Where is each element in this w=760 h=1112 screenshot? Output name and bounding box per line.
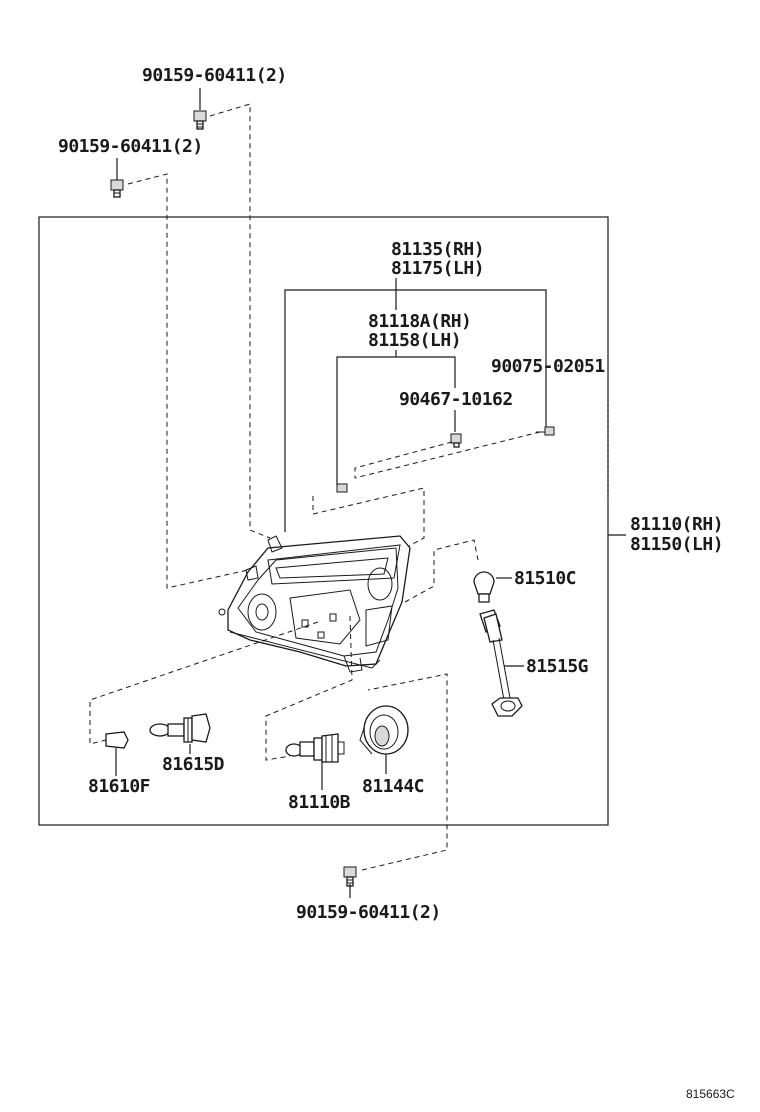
- socket-cord-icon: [479, 609, 523, 717]
- bulb-main-icon: [285, 733, 345, 763]
- label-screw-right: 90075-02051: [491, 356, 605, 377]
- label-bulb-small: 81510C: [514, 568, 576, 589]
- label-assy-lh: 81150(LH): [630, 534, 723, 555]
- label-lens-small: 81610F: [88, 776, 150, 797]
- bracket-clip-icon: [336, 483, 348, 493]
- bolt-bottom-icon: [343, 866, 357, 887]
- label-ext-rh: 81118A(RH): [368, 311, 471, 332]
- label-ext-lh: 81158(LH): [368, 330, 461, 351]
- label-socket-cord: 81515G: [526, 656, 588, 677]
- bolt-top-icon: [193, 110, 207, 130]
- label-bezel-lh: 81175(LH): [391, 258, 484, 279]
- label-bolt-bottom: 90159-60411(2): [296, 902, 441, 923]
- label-ref-code: 815663C: [686, 1087, 735, 1101]
- label-bolt-top: 90159-60411(2): [142, 65, 287, 86]
- bulb-small-icon: [473, 571, 495, 603]
- label-bezel-rh: 81135(RH): [391, 239, 484, 260]
- headlamp-assembly-icon: [218, 535, 411, 673]
- label-assy-rh: 81110(RH): [630, 514, 723, 535]
- assembly-frame: [38, 216, 609, 826]
- socket-cover-icon: [359, 705, 409, 755]
- label-bulb-mid: 81615D: [162, 754, 225, 775]
- bulb-mid-icon: [149, 713, 211, 743]
- clip-icon: [450, 433, 462, 448]
- label-cover: 81144C: [362, 776, 424, 797]
- screw-right-icon: [536, 426, 555, 436]
- label-bulb-main: 81110B: [288, 792, 351, 813]
- label-bolt-left: 90159-60411(2): [58, 136, 203, 157]
- label-clip: 90467-10162: [399, 389, 513, 410]
- lens-small-icon: [105, 731, 129, 749]
- bolt-left-icon: [110, 179, 124, 198]
